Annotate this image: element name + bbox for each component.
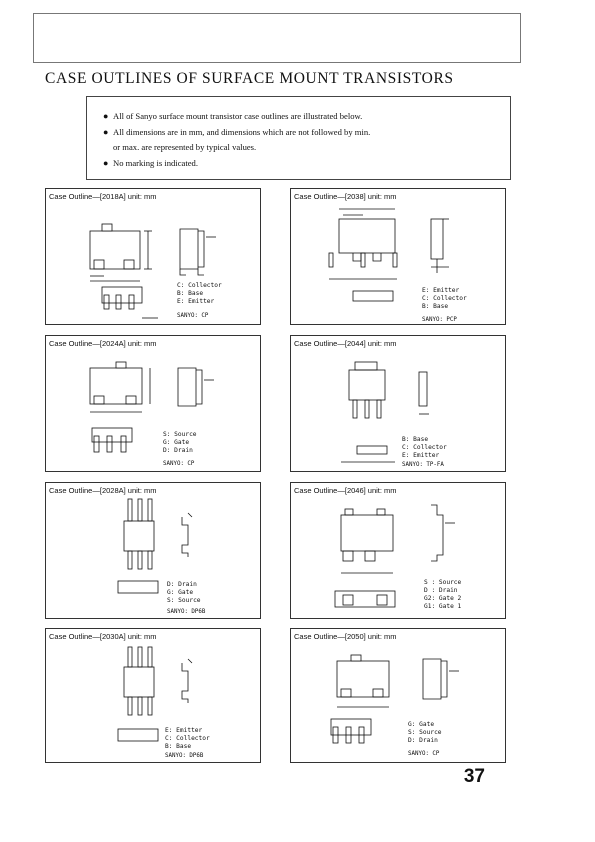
legend-item: D: Drain <box>163 447 193 454</box>
sanyo-package-code: SANYO: CP <box>177 313 209 319</box>
panel-title: Case Outline—[2044] unit: mm <box>294 339 397 348</box>
case-drawing <box>330 654 459 744</box>
legend-item: E: Emitter <box>422 287 460 294</box>
case-drawing <box>341 361 429 463</box>
legend-item: S: Source <box>167 597 201 604</box>
legend-item: B: Base <box>165 743 192 750</box>
legend-item: C: Collector <box>402 444 447 451</box>
legend-item: G2: Gate 2 <box>424 595 462 602</box>
sanyo-package-code: SANYO: DP6B <box>165 753 204 759</box>
header-blank-box <box>33 13 521 63</box>
legend-item: S: Source <box>408 729 442 736</box>
panel-title: Case Outline—[2024A] unit: mm <box>49 339 157 348</box>
page-title: CASE OUTLINES OF SURFACE MOUNT TRANSISTO… <box>45 70 454 87</box>
legend-item: G: Gate <box>408 721 435 728</box>
sanyo-package-code: SANYO: CP <box>163 461 195 467</box>
case-drawing <box>117 498 193 594</box>
legend-item: B: Base <box>177 290 204 297</box>
case-outline-panel: Case Outline—[2018A] unit: mm C: Collect… <box>45 188 261 325</box>
legend-item: E: Emitter <box>402 452 440 459</box>
sanyo-package-code: SANYO: TP-FA <box>402 462 444 468</box>
notes-box: All of Sanyo surface mount transistor ca… <box>86 96 511 180</box>
page-number: 37 <box>463 766 485 787</box>
sanyo-package-code: SANYO: CP <box>408 751 440 757</box>
case-drawing <box>89 361 214 453</box>
legend-item: D : Drain <box>424 587 458 594</box>
note-item: All of Sanyo surface mount transistor ca… <box>103 109 503 125</box>
legend-item: S : Source <box>424 579 462 586</box>
legend-item: G: Gate <box>163 439 190 446</box>
legend-item: G1: Gate 1 <box>424 603 462 610</box>
legend-item: C: Collector <box>165 735 210 742</box>
case-drawing <box>328 208 449 302</box>
panel-title: Case Outline—[2050] unit: mm <box>294 632 397 641</box>
legend-item: D: Drain <box>408 737 438 744</box>
case-outline-panel: Case Outline—[2030A] unit: mm E: Emitter… <box>45 628 261 763</box>
panel-title: Case Outline—[2018A] unit: mm <box>49 192 157 201</box>
note-text: All dimensions are in mm, and dimensions… <box>113 126 371 137</box>
case-drawing <box>334 504 455 608</box>
legend-item: E: Emitter <box>165 727 203 734</box>
legend-item: S: Source <box>163 431 197 438</box>
panel-title: Case Outline—[2030A] unit: mm <box>49 632 157 641</box>
note-item: No marking is indicated. <box>103 156 503 172</box>
panel-title: Case Outline—[2046] unit: mm <box>294 486 397 495</box>
note-item: All dimensions are in mm, and dimensions… <box>103 125 503 156</box>
sanyo-package-code: SANYO: PCP <box>422 317 457 323</box>
legend-item: B: Base <box>402 436 429 443</box>
legend-item: C: Collector <box>422 295 467 302</box>
sanyo-package-code: SANYO: DP6B <box>167 609 206 615</box>
legend-item: E: Emitter <box>177 298 215 305</box>
legend-item: G: Gate <box>167 589 194 596</box>
legend-item: D: Drain <box>167 581 197 588</box>
case-drawing <box>117 646 193 742</box>
legend-item: B: Base <box>422 303 449 310</box>
panel-title: Case Outline—[2038] unit: mm <box>294 192 397 201</box>
panel-title: Case Outline—[2028A] unit: mm <box>49 486 157 495</box>
note-continuation: or max. are represented by typical value… <box>113 142 257 152</box>
case-drawing <box>89 223 216 319</box>
legend-item: C: Collector <box>177 282 222 289</box>
